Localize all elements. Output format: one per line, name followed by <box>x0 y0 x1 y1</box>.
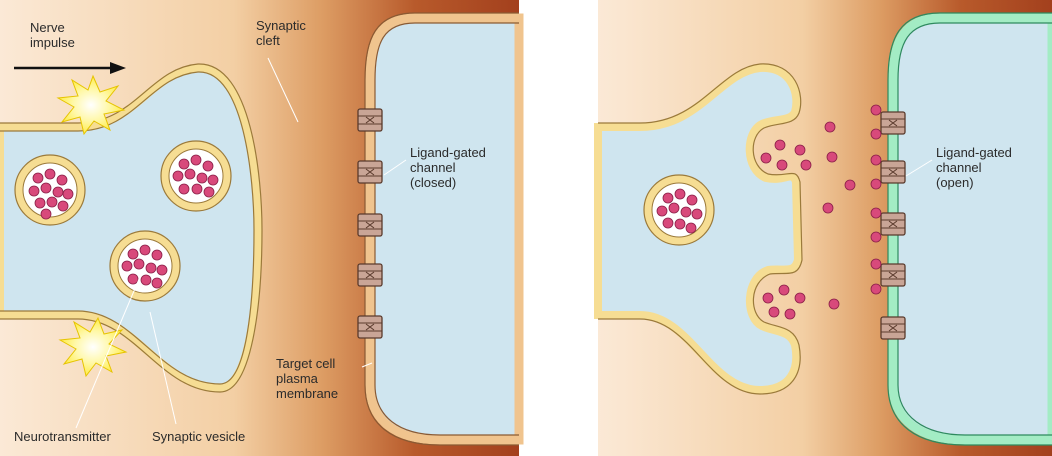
channel-closed-label: Ligand-gated channel (closed) <box>410 145 486 190</box>
leader-lines <box>905 159 933 177</box>
nerve-impulse-label: Nerve impulse <box>30 20 75 50</box>
panel-closed <box>0 0 524 456</box>
neurotransmitter <box>656 104 882 320</box>
synaptic-vesicle-label: Synaptic vesicle <box>152 429 246 444</box>
channel-open-label: Ligand-gated channel (open) <box>936 145 1012 190</box>
target-membrane-label: Target cell plasma membrane <box>276 356 339 401</box>
neurotransmitter <box>28 154 219 289</box>
target-cell <box>888 13 1052 445</box>
impulse-flash-icon <box>56 74 126 136</box>
panel-open <box>594 0 1052 456</box>
synaptic-vesicle <box>109 230 181 302</box>
synaptic-cleft-label: Synaptic cleft <box>256 18 306 48</box>
synaptic-vesicle <box>160 140 232 212</box>
neurotransmitter-label: Neurotransmitter <box>14 429 111 444</box>
leader-lines <box>75 57 407 429</box>
arrow-right-icon <box>14 62 126 74</box>
target-cell <box>365 13 524 445</box>
